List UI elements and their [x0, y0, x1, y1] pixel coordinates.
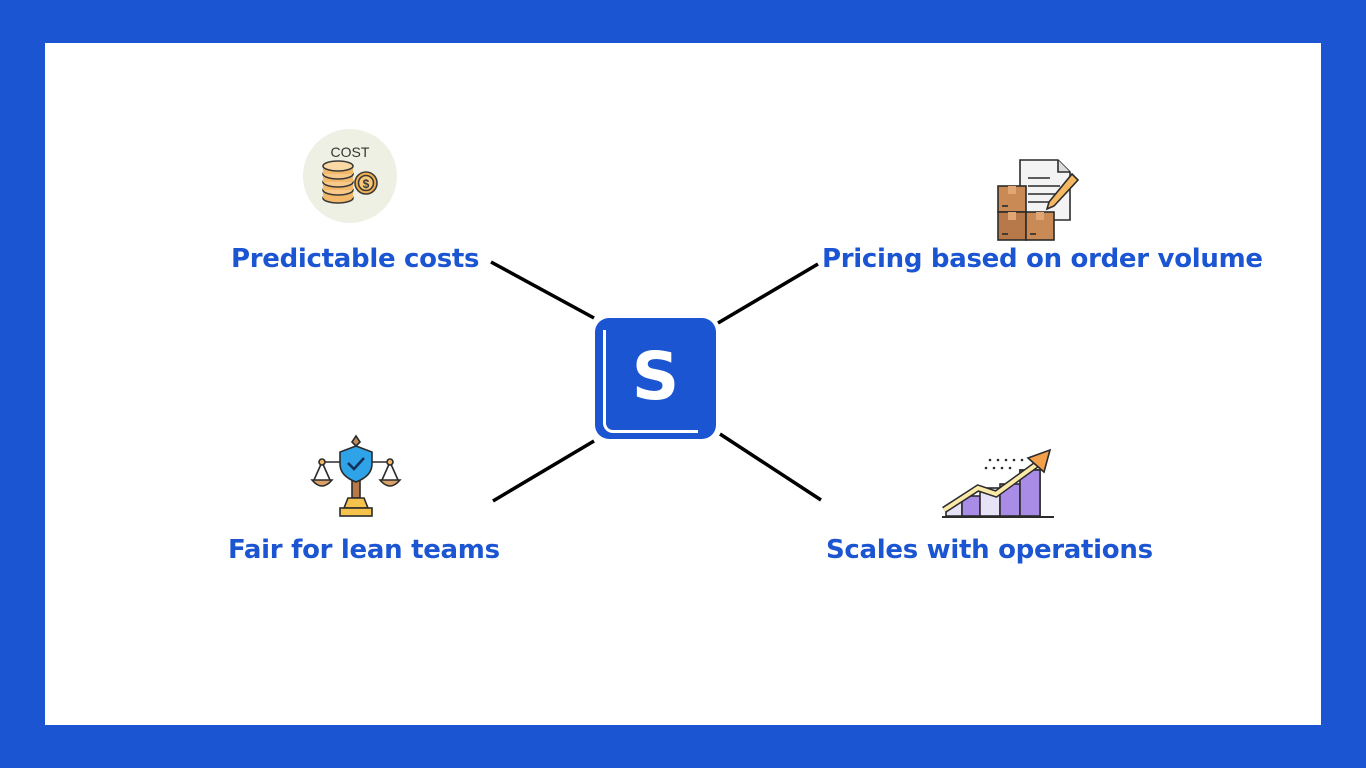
- logo-letter: S: [631, 337, 680, 415]
- growth-chart-icon: [942, 448, 1054, 518]
- node-label-pricing-order-volume: Pricing based on order volume: [822, 244, 1263, 274]
- cost-coins-icon: COST $: [303, 129, 397, 223]
- connector-bottom-right: [719, 432, 822, 502]
- connector-top-right: [717, 262, 819, 325]
- document-boxes-icon: [997, 159, 1080, 241]
- center-logo: S: [595, 318, 716, 439]
- connector-top-left: [490, 260, 595, 320]
- logo-bracket: [603, 330, 698, 433]
- node-label-predictable-costs: Predictable costs: [231, 244, 480, 274]
- connector-bottom-left: [492, 439, 595, 503]
- svg-text:$: $: [363, 177, 370, 191]
- balance-scale-shield-icon: [310, 434, 402, 517]
- cost-icon-text: COST: [331, 144, 370, 160]
- node-label-scales-operations: Scales with operations: [826, 535, 1153, 565]
- node-label-fair-lean-teams: Fair for lean teams: [228, 535, 500, 565]
